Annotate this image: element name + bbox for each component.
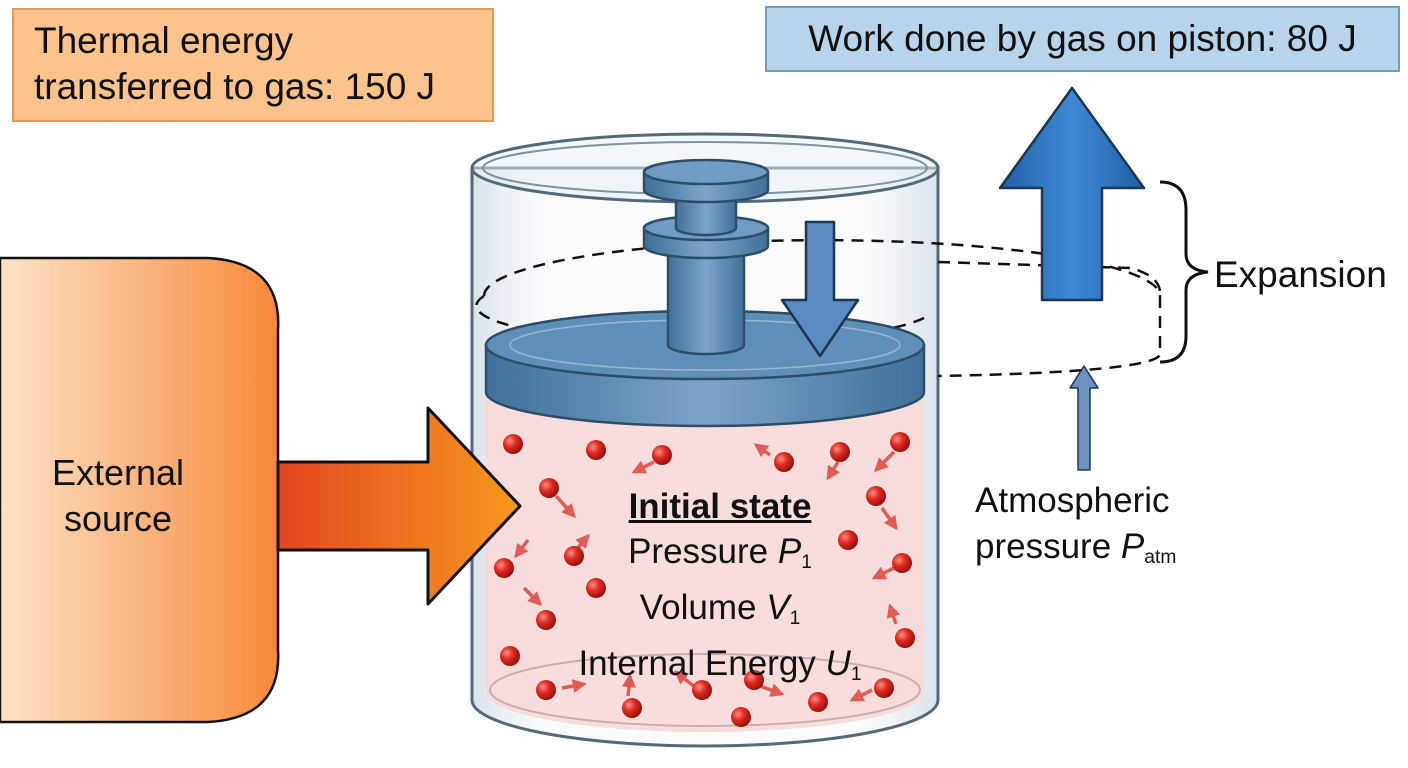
molecule-velocity-arrows	[514, 443, 901, 702]
expansion-brace	[1159, 180, 1209, 364]
heat-transfer-arrow	[276, 406, 522, 606]
atmospheric-symbol: P	[1120, 527, 1145, 566]
atmospheric-subscript: atm	[1144, 546, 1177, 568]
initial-state-panel: Initial state Pressure P1 Volume V1 Inte…	[545, 484, 895, 696]
work-arrow	[998, 86, 1146, 302]
gas-molecules	[494, 432, 915, 727]
heat-label-line2: transferred to gas: 150 J	[34, 66, 436, 107]
expansion-label: Expansion	[1214, 254, 1387, 295]
piston-rod	[642, 158, 770, 356]
heat-transfer-label-box: Thermal energy transferred to gas: 150 J	[12, 8, 494, 122]
atmospheric-pressure-label: Atmospheric pressure Patm	[975, 478, 1176, 581]
atmospheric-pressure-arrow	[1069, 365, 1099, 471]
downward-force-arrow	[780, 220, 860, 358]
atmospheric-line2: pressure Patm	[975, 527, 1177, 568]
atmospheric-line1: Atmospheric	[975, 481, 1170, 520]
external-source-line1: External	[51, 452, 185, 493]
external-source-label: External source	[18, 450, 218, 542]
work-label: Work done by gas on piston: 80 J	[808, 18, 1357, 59]
external-source-line2: source	[63, 498, 173, 539]
external-source-shape	[0, 256, 280, 724]
gas-region	[486, 395, 924, 732]
initial-state-title: Initial state	[628, 487, 812, 526]
state-row-pressure: Pressure P1	[628, 532, 812, 573]
state-row-internal-energy: Internal Energy U1	[578, 643, 862, 685]
work-label-box: Work done by gas on piston: 80 J	[765, 6, 1400, 72]
state-row-volume: Volume V1	[639, 587, 801, 629]
heat-label-line1: Thermal energy	[34, 20, 294, 61]
